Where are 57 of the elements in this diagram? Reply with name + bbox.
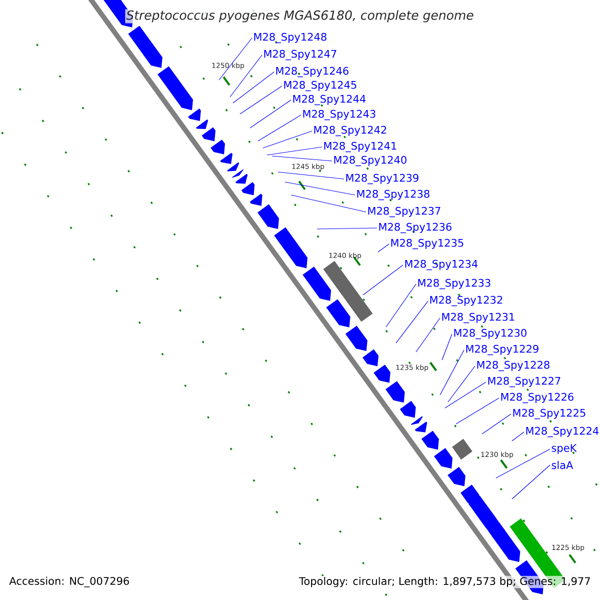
leader-line xyxy=(362,264,404,296)
leader-line xyxy=(442,334,452,360)
gene-label: M28_Spy1229 xyxy=(466,344,538,356)
leader-line xyxy=(272,156,332,162)
gene-label: M28_Spy1246 xyxy=(276,66,348,78)
leader-line xyxy=(218,38,252,80)
gene-label: M28_Spy1245 xyxy=(284,80,356,92)
leader-line xyxy=(232,72,274,104)
gene-label: M28_Spy1238 xyxy=(357,190,430,200)
gene-label: M28_Spy1244 xyxy=(293,94,366,106)
leader-line xyxy=(378,244,390,252)
gene-label: M28_Spy1225 xyxy=(513,408,586,420)
leader-line xyxy=(396,300,428,344)
gene-label: M28_Spy1233 xyxy=(418,278,490,290)
accession-text: Accession: NC_007296 xyxy=(9,576,129,588)
gene-label: M28_Spy1232 xyxy=(430,296,502,306)
leader-line xyxy=(444,382,486,408)
genome-info-text: Topology: circular; Length: 1,897,573 bp; Genes: 1,977 xyxy=(298,576,592,588)
gene-label: M28_Spy1224 xyxy=(526,426,599,438)
gene-label: M28_Spy1243 xyxy=(303,110,376,120)
gene-label: slaA xyxy=(552,460,574,470)
gene-label: M28_Spy1226 xyxy=(501,392,574,404)
leader-line xyxy=(284,182,356,196)
leader-line xyxy=(278,172,344,180)
leader-line xyxy=(512,464,550,500)
leader-line xyxy=(230,54,262,98)
gene-label: M28_Spy1241 xyxy=(324,142,396,152)
gene-label: speK xyxy=(552,444,577,454)
leader-line xyxy=(456,398,500,424)
leader-line xyxy=(416,318,440,352)
leader-line xyxy=(250,100,292,128)
gene-label: M28_Spy1234 xyxy=(405,260,478,270)
leader-line xyxy=(316,228,378,230)
leader-line xyxy=(386,284,416,328)
gene-label: M28_Spy1248 xyxy=(254,32,326,44)
gene-label: M28_Spy1228 xyxy=(477,360,550,372)
leader-line xyxy=(290,194,366,212)
gene-label: M28_Spy1239 xyxy=(346,174,418,184)
gene-label: M28_Spy1230 xyxy=(454,328,526,340)
gene-label: M28_Spy1231 xyxy=(442,312,514,324)
leader-line xyxy=(266,146,322,156)
gene-label: M28_Spy1236 xyxy=(379,222,452,234)
leader-line xyxy=(262,130,312,148)
leader-line xyxy=(496,448,550,478)
gene-label: M28_Spy1235 xyxy=(391,238,464,250)
gene-label: M28_Spy1247 xyxy=(264,50,336,60)
title: Streptococcus pyogenes MGAS6180, complete genome xyxy=(125,9,475,24)
leader-line xyxy=(448,366,476,402)
gene-label: M28_Spy1242 xyxy=(314,126,386,136)
leader-line xyxy=(482,414,512,434)
gene-label: M28_Spy1240 xyxy=(334,156,406,166)
gene-label: M28_Spy1237 xyxy=(368,206,440,218)
leader-line xyxy=(512,432,524,442)
gene-label: M28_Spy1227 xyxy=(488,376,560,388)
leader-line xyxy=(258,114,302,142)
leader-line xyxy=(240,86,282,114)
leader-line xyxy=(440,350,464,396)
